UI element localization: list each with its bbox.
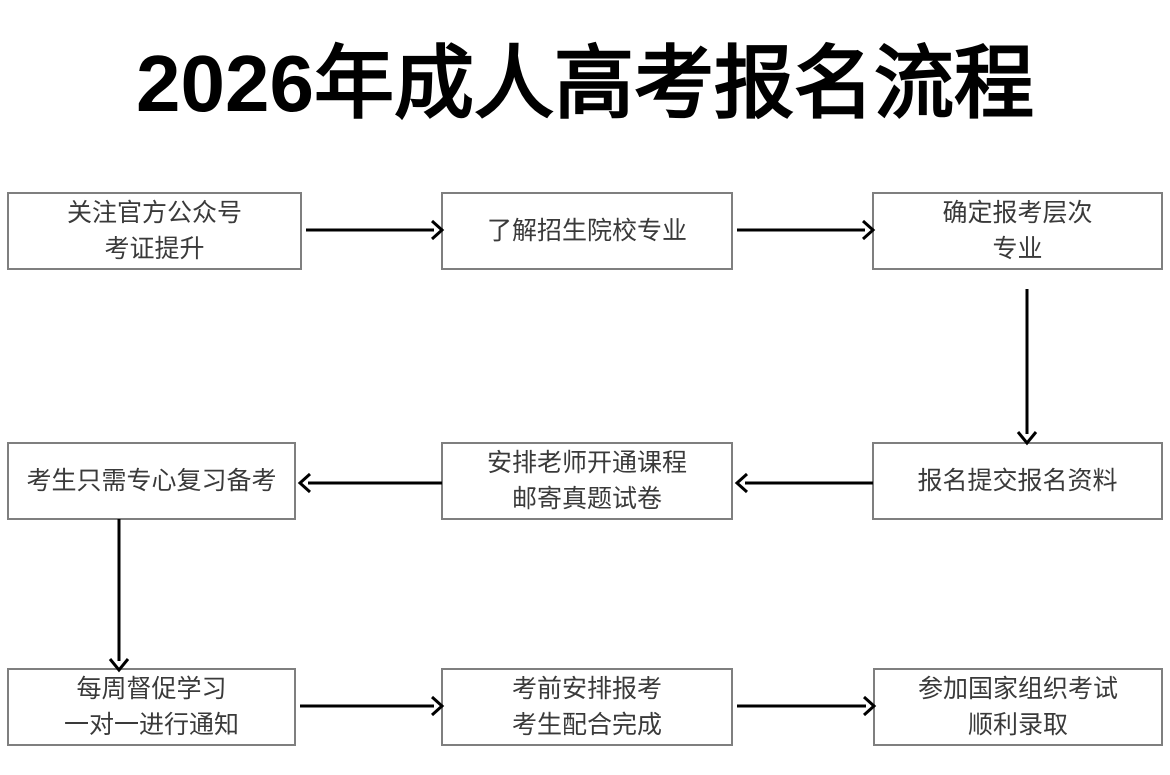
flow-node-follow-official-account[interactable]: 关注官方公众号 考证提升 <box>7 192 302 270</box>
flow-node-submit-application[interactable]: 报名提交报名资料 <box>872 442 1163 520</box>
flow-node-learn-schools-majors[interactable]: 了解招生院校专业 <box>441 192 733 270</box>
flow-node-line: 关注官方公众号 <box>66 199 242 227</box>
flow-node-line: 考证提升 <box>104 235 205 263</box>
flow-node-line: 顺利录取 <box>967 711 1068 739</box>
flow-node-line: 考生只需专心复习备考 <box>26 467 277 495</box>
flow-node-take-national-exam[interactable]: 参加国家组织考试 顺利录取 <box>873 668 1163 746</box>
flow-node-line: 报名提交报名资料 <box>917 467 1118 495</box>
flow-node-line: 专业 <box>992 235 1043 263</box>
flow-node-line: 安排老师开通课程 <box>486 449 687 477</box>
arrow-right-icon <box>737 691 877 721</box>
page-title: 2026年成人高考报名流程 <box>136 39 1034 128</box>
flow-node-confirm-level-major[interactable]: 确定报考层次 专业 <box>872 192 1163 270</box>
flow-node-line: 考前安排报考 <box>511 675 662 703</box>
arrow-right-icon <box>300 691 445 721</box>
flow-node-line: 每周督促学习 <box>76 675 227 703</box>
flow-node-line: 参加国家组织考试 <box>917 675 1118 703</box>
arrow-right-icon <box>306 215 445 245</box>
flow-node-pre-exam-registration[interactable]: 考前安排报考 考生配合完成 <box>441 668 733 746</box>
flow-node-line: 确定报考层次 <box>942 199 1093 227</box>
arrow-down-icon <box>104 519 134 673</box>
flow-node-line: 邮寄真题试卷 <box>511 485 662 513</box>
flow-node-line: 考生配合完成 <box>511 711 662 739</box>
flow-node-line: 了解招生院校专业 <box>486 217 687 245</box>
flow-node-line: 一对一进行通知 <box>63 711 239 739</box>
flow-node-teacher-opens-course[interactable]: 安排老师开通课程 邮寄真题试卷 <box>441 442 733 520</box>
arrow-down-icon <box>1012 289 1042 446</box>
arrow-left-icon <box>297 468 442 498</box>
arrow-right-icon <box>737 215 876 245</box>
arrow-left-icon <box>734 468 873 498</box>
flow-node-student-focus-review[interactable]: 考生只需专心复习备考 <box>7 442 296 520</box>
flow-node-weekly-study-reminder[interactable]: 每周督促学习 一对一进行通知 <box>7 668 296 746</box>
